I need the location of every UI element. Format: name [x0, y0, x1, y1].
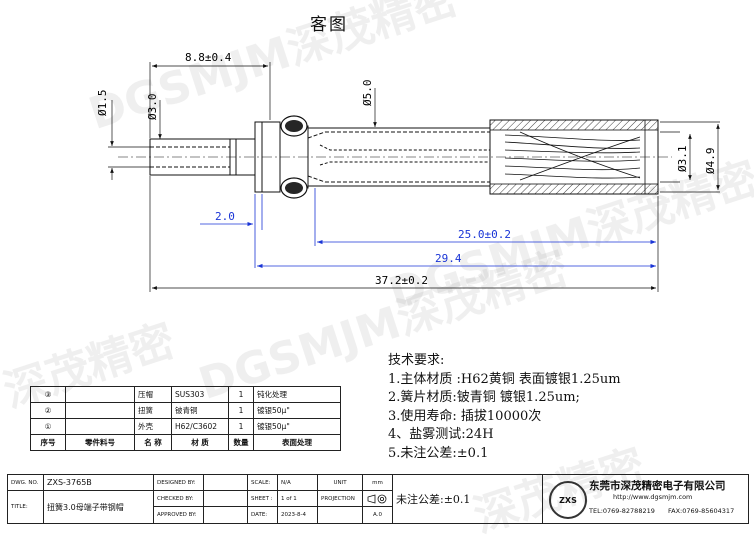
requirement-item: 3.使用寿命: 插拔10000次: [388, 408, 542, 424]
sheet-label: SHEET :: [248, 491, 278, 507]
title-block: DWG. NO. ZXS-3765B TITLE: 扭簧3.0母端子带钢帽 DE…: [7, 474, 749, 524]
technical-drawing: 8.8±0.4 Ø1.5 Ø3.0 Ø5.0 Ø3.1 Ø4.9 2.0 25.…: [96, 51, 720, 292]
part-title: 扭簧3.0母端子带钢帽: [44, 491, 154, 523]
bom-qty: 1: [228, 418, 254, 435]
pin-body: [149, 138, 256, 176]
dim-shaft-diameter: Ø3.0: [146, 94, 159, 121]
dim-pin-diameter: Ø1.5: [96, 90, 109, 117]
bom-finish: 钝化处理: [253, 386, 341, 403]
approved-by-value: [204, 507, 248, 523]
title-label: TITLE:: [8, 491, 44, 523]
table-header: 序号 零件料号 名 称 材 质 数量 表面处理: [30, 434, 341, 451]
bom-name: 外壳: [134, 418, 172, 435]
dwg-no-label: DWG. NO.: [8, 475, 44, 491]
bom-no: ②: [30, 402, 66, 419]
requirement-item: 1.主体材质 :H62黄铜 表面镀银1.25um: [388, 371, 621, 387]
barrel: [307, 127, 490, 187]
bom-no: ③: [30, 386, 66, 403]
table-row: ③ 压帽 SUS303 1 钝化处理: [30, 386, 341, 403]
company-name: 东莞市深茂精密电子有限公司: [589, 480, 726, 492]
bom-header-finish: 表面处理: [253, 434, 341, 451]
dimension-lines: [108, 62, 720, 292]
requirements-heading: 技术要求:: [388, 353, 445, 368]
bom-header-material: 材 质: [171, 434, 229, 451]
scale-value: N/A: [278, 475, 318, 491]
dim-barrel-length: 25.0±0.2: [458, 228, 511, 241]
scale-label: SCALE:: [248, 475, 278, 491]
company-block: ZXS 东莞市深茂精密电子有限公司 http://www.dgsmjm.com …: [543, 475, 748, 523]
dimension-lines-blue: [200, 188, 656, 269]
checked-by-label: CHECKED BY:: [154, 491, 204, 507]
dim-inner-diameter: Ø3.1: [676, 146, 689, 173]
bom-part: [65, 386, 135, 403]
company-logo: ZXS: [549, 481, 587, 519]
bom-header-part: 零件料号: [65, 434, 135, 451]
bom-part: [65, 418, 135, 435]
sheet-value: 1 of 1: [278, 491, 318, 507]
tolerance-note: 未注公差:±0.1: [393, 475, 543, 523]
dim-barrel-diameter: Ø5.0: [361, 80, 374, 107]
date-value: 2023-8-4: [278, 507, 318, 523]
bom-header-no: 序号: [30, 434, 66, 451]
approved-by-label: APPROVED BY:: [154, 507, 204, 523]
projection-label: PROJECTION: [318, 491, 363, 507]
bom-material: SUS303: [171, 386, 229, 403]
bom-qty: 1: [228, 386, 254, 403]
dim-collar-offset: 2.0: [215, 210, 235, 223]
dim-outer-diameter: Ø4.9: [704, 148, 717, 175]
bom-name: 扭簧: [134, 402, 172, 419]
bill-of-materials: ③ 压帽 SUS303 1 钝化处理 ② 扭簧 铍青铜 1 镀银50μ" ① 外…: [30, 386, 341, 451]
designed-by-label: DESIGNED BY:: [154, 475, 204, 491]
bom-part: [65, 402, 135, 419]
designed-by-value: [204, 475, 248, 491]
bom-material: 铍青铜: [171, 402, 229, 419]
bom-qty: 1: [228, 402, 254, 419]
company-fax: FAX:0769-85604317: [668, 507, 735, 515]
dim-total-length: 37.2±0.2: [375, 274, 428, 287]
bom-finish: 镀银50μ": [253, 418, 341, 435]
bom-name: 压帽: [134, 386, 172, 403]
dwg-no: ZXS-3765B: [44, 475, 154, 491]
projection-symbol-icon: [363, 491, 393, 507]
unit-label: UNIT: [318, 475, 363, 491]
requirement-item: 2.簧片材质:铍青铜 镀银1.25um;: [388, 390, 580, 405]
requirement-item: 4、盐雾测试:24H: [388, 427, 494, 442]
bom-material: H62/C3602: [171, 418, 229, 435]
unit-value: mm: [363, 475, 393, 491]
date-label: DATE:: [248, 507, 278, 523]
requirement-item: 5.未注公差:±0.1: [388, 445, 489, 461]
drawing-title: 客图: [310, 15, 348, 35]
company-tel: TEL:0769-82788219: [589, 507, 655, 515]
company-website: http://www.dgsmjm.com: [613, 493, 693, 501]
table-row: ② 扭簧 铍青铜 1 镀银50μ": [30, 402, 341, 419]
rev-label-blank: [318, 507, 363, 523]
bom-header-name: 名 称: [134, 434, 172, 451]
bom-no: ①: [30, 418, 66, 435]
revision: A.0: [363, 507, 393, 523]
spring-section: [489, 119, 659, 195]
o-ring: [280, 115, 308, 199]
dim-collar-to-end: 29.4: [435, 252, 462, 265]
checked-by-value: [204, 491, 248, 507]
table-row: ① 外壳 H62/C3602 1 镀银50μ": [30, 418, 341, 435]
technical-requirements: 技术要求: 1.主体材质 :H62黄铜 表面镀银1.25um 2.簧片材质:铍青…: [388, 352, 738, 463]
bom-finish: 镀银50μ": [253, 402, 341, 419]
dim-length-overall-pin: 8.8±0.4: [185, 51, 232, 64]
bom-header-qty: 数量: [228, 434, 254, 451]
